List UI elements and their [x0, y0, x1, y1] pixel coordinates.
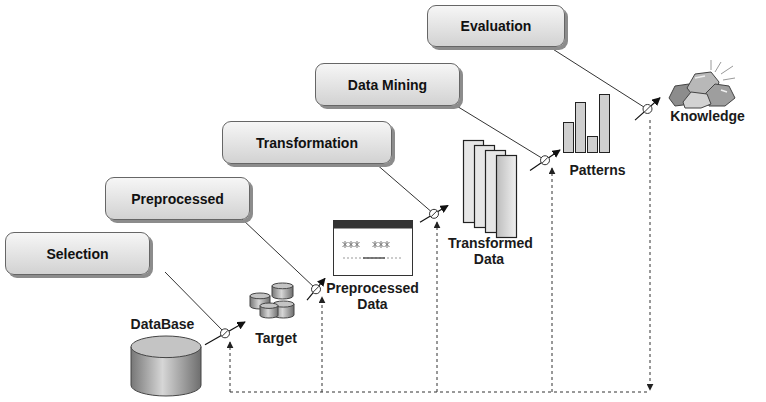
- junction-slash: [431, 211, 437, 217]
- artifact-label: Transformed Data: [448, 235, 530, 267]
- graphic-part: [373, 241, 378, 248]
- step-label: Data Mining: [348, 77, 427, 93]
- junction-circle: [541, 156, 550, 165]
- feedback-arrow: [322, 297, 323, 392]
- junction-slash: [542, 157, 548, 163]
- graphic-part: [260, 303, 278, 308]
- arrow-line: [307, 278, 325, 300]
- leader-line: [548, 46, 647, 109]
- graphic-part: [385, 241, 390, 248]
- feedback-arrow: [437, 222, 438, 392]
- feedback-arrow: [230, 342, 231, 392]
- graphic-part: [363, 257, 385, 259]
- graphic-part: [131, 336, 201, 358]
- junction-circle: [221, 329, 230, 338]
- step-label: Transformation: [256, 135, 358, 151]
- graphic-part: [695, 76, 727, 92]
- feedback-arrow: [552, 168, 553, 392]
- data-artifact: DataBase: [125, 316, 205, 398]
- feedback-line: [230, 392, 650, 393]
- data-artifact: Patterns: [560, 92, 635, 180]
- junction-slash: [313, 286, 319, 292]
- db-illustration: [130, 335, 202, 397]
- rocks-illustration: [665, 58, 740, 108]
- artifact-label: Patterns: [560, 162, 635, 178]
- junction-circle: [643, 104, 652, 113]
- artifact-label: Preprocessed Data: [325, 280, 420, 312]
- step-label: Preprocessed: [131, 191, 224, 207]
- artifact-label: Knowledge: [660, 108, 755, 124]
- data-artifact: Transformed Data: [448, 138, 530, 273]
- graphic-part: [349, 241, 354, 248]
- flow-arrow: [530, 150, 560, 170]
- graphic-part: [272, 283, 293, 289]
- artifact-label: DataBase: [125, 316, 200, 332]
- process-step-box: Evaluation: [427, 5, 565, 47]
- graphic-part: [343, 258, 401, 259]
- step-label: Evaluation: [461, 18, 532, 34]
- graphic-part: [334, 221, 413, 229]
- flow-arrow: [420, 206, 448, 223]
- flow-arrow: [205, 322, 245, 345]
- data-artifact: Target: [245, 283, 307, 349]
- artifact-label: Target: [245, 330, 307, 346]
- junction-circle: [430, 209, 439, 218]
- arrow-line: [635, 98, 660, 120]
- junction-slash: [645, 106, 651, 112]
- flow-arrow: [635, 98, 660, 120]
- arrow-line: [420, 206, 448, 223]
- data-artifact: Knowledge: [660, 55, 755, 130]
- graphic-part: [343, 241, 348, 248]
- process-step-box: Transformation: [222, 121, 392, 164]
- graphic-part: [600, 95, 610, 153]
- graphic-part: [355, 241, 360, 248]
- graphic-part: [334, 221, 413, 276]
- process-step-box: Preprocessed: [105, 177, 250, 220]
- graphic-part: [497, 156, 517, 238]
- junction-circle: [312, 285, 321, 294]
- pages-illustration: [463, 140, 525, 240]
- junction-slash: [222, 330, 228, 336]
- data-artifact: Preprocessed Data: [325, 218, 420, 322]
- feedback-arrow: [650, 120, 651, 390]
- graphic-part: [250, 293, 270, 299]
- leader-line: [375, 163, 434, 214]
- graphic-part: [379, 241, 384, 248]
- target-illustration: [250, 283, 295, 320]
- bars-illustration: [562, 95, 612, 153]
- process-step-box: Selection: [5, 232, 150, 275]
- window-illustration: [333, 220, 413, 276]
- graphic-part: [683, 92, 711, 108]
- arrow-line: [205, 322, 245, 345]
- graphic-part: [588, 137, 598, 153]
- graphic-part: [564, 123, 574, 153]
- arrow-line: [530, 150, 560, 170]
- flow-arrow: [307, 278, 325, 300]
- graphic-part: [576, 103, 586, 153]
- step-label: Selection: [46, 246, 108, 262]
- leader-line: [242, 219, 316, 289]
- process-step-box: Data Mining: [315, 63, 460, 106]
